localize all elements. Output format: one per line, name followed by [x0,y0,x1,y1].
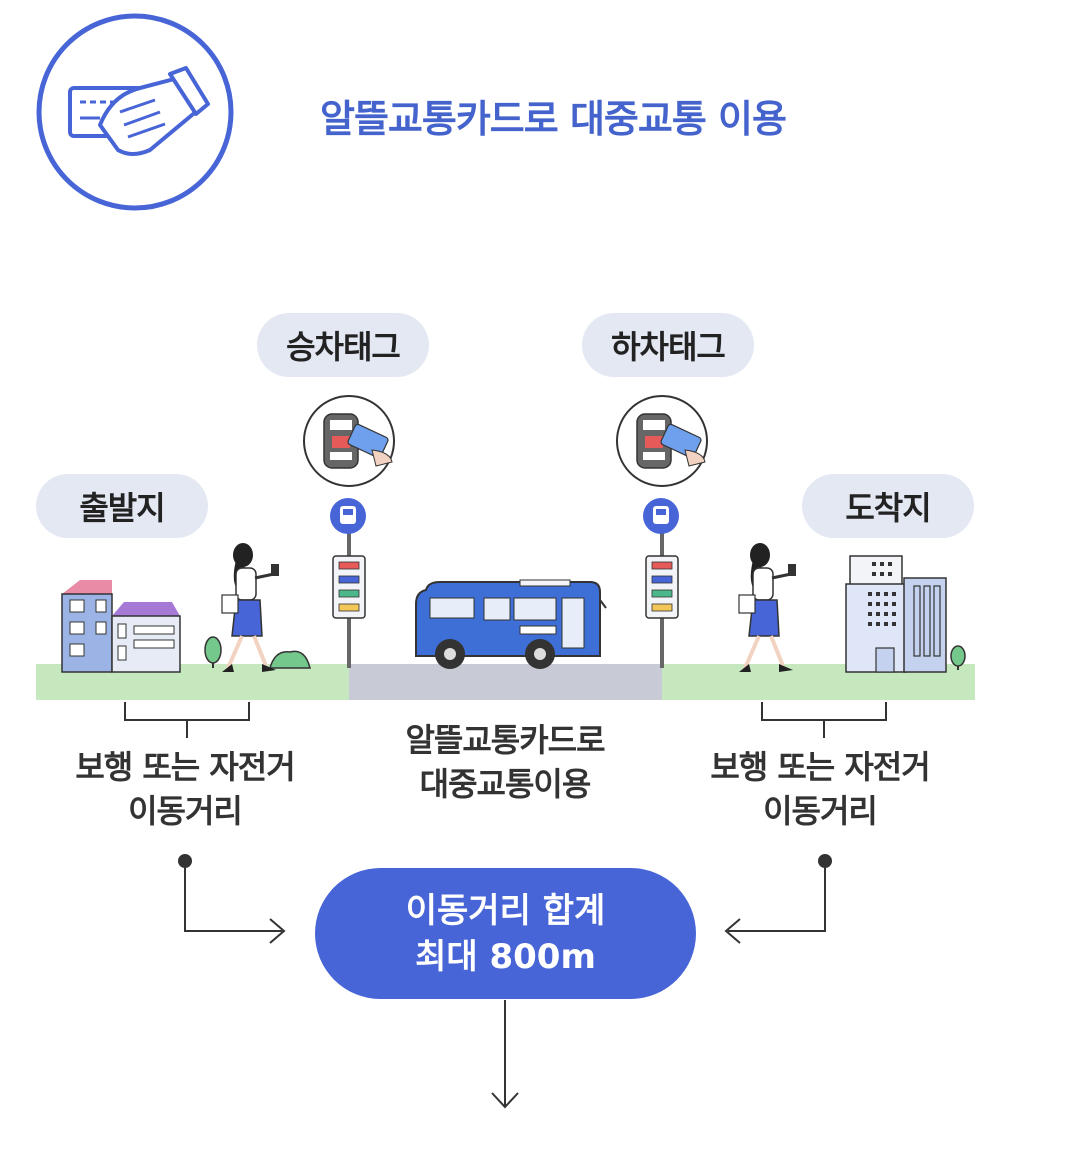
bracket-left [124,702,250,738]
hand-card-icon [36,13,234,211]
bus-illustration [415,579,607,669]
bus-stop-left [330,498,366,668]
walking-person-right [738,543,796,672]
office-buildings-illustration [845,555,966,673]
alight-tag-label: 하차태그 [582,313,754,377]
card-reader-right [616,395,708,487]
origin-label: 출발지 [36,474,208,538]
caption-line: 보행 또는 자전거 [75,748,295,786]
caption-line: 알뜰교통카드로 [405,721,605,759]
arrow-down [491,1000,519,1109]
caption-line: 이동거리 [128,792,243,830]
caption-line: 대중교통이용 [419,765,592,803]
caption-line: 이동거리 [763,792,878,830]
walk-distance-left-caption: 보행 또는 자전거 이동거리 [30,745,340,833]
arrow-left-to-total [178,854,286,944]
road [349,664,662,700]
bus-stop-right [643,498,679,668]
total-line1: 이동거리 합계 [405,890,606,931]
tree-left [204,636,311,669]
caption-line: 보행 또는 자전거 [710,748,930,786]
walk-distance-right-caption: 보행 또는 자전거 이동거리 [665,745,975,833]
houses-illustration [61,580,181,673]
card-reader-left [303,395,395,487]
total-line2: 최대 800m [415,936,596,977]
page-title: 알뜰교통카드로 대중교통 이용 [320,97,787,141]
arrow-right-to-total [724,854,832,944]
total-distance-box: 이동거리 합계 최대 800m [315,868,696,999]
transit-caption: 알뜰교통카드로 대중교통이용 [350,718,660,806]
bracket-right [761,702,887,738]
destination-label: 도착지 [802,474,974,538]
walking-person-left [221,543,279,672]
board-tag-label: 승차태그 [257,313,429,377]
